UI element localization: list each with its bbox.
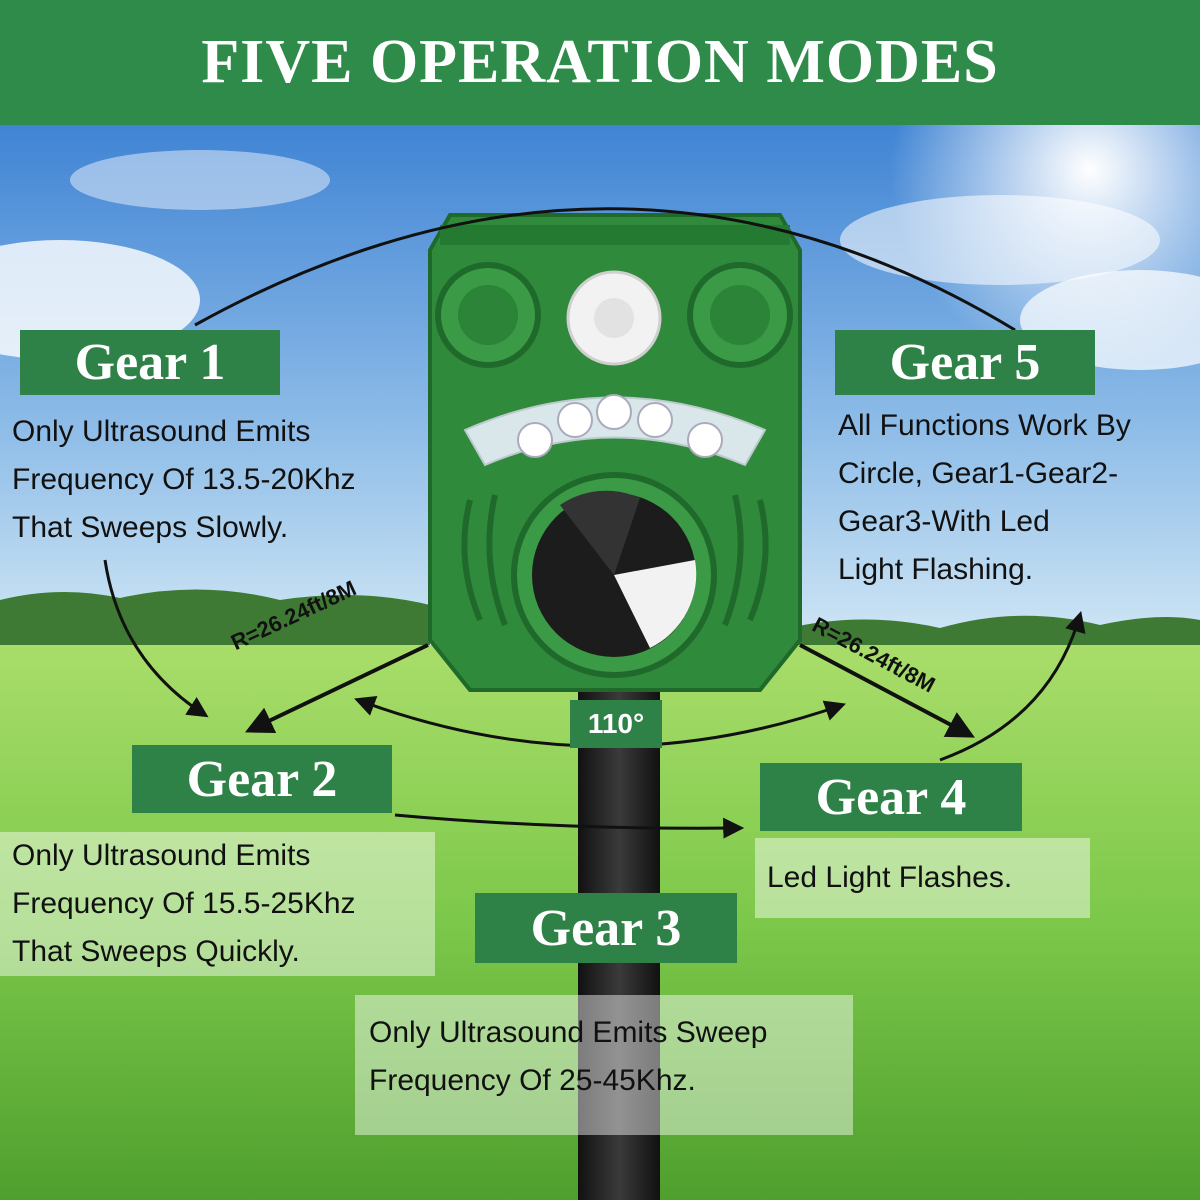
- gear-5-line-4: Light Flashing.: [838, 553, 1034, 586]
- gear-1-line-1: Only Ultrasound Emits: [12, 415, 311, 448]
- gear-1-description: Only Ultrasound Emits Frequency Of 13.5-…: [12, 408, 356, 552]
- angle-badge: 110°: [570, 700, 662, 748]
- gear-5-line-1: All Functions Work By: [838, 409, 1131, 442]
- gear-1-line-2: Frequency Of 13.5-20Khz: [12, 463, 356, 496]
- gear-1-label: Gear 1: [20, 330, 280, 395]
- gear-2-label: Gear 2: [132, 745, 392, 813]
- gear-4-label: Gear 4: [760, 763, 1022, 831]
- gear-5-line-3: Gear3-With Led: [838, 505, 1050, 538]
- gear-2-line-2: Frequency Of 15.5-25Khz: [12, 887, 356, 920]
- gear-2-line-1: Only Ultrasound Emits: [12, 839, 311, 872]
- gear-5-line-2: Circle, Gear1-Gear2-: [838, 457, 1119, 490]
- gear-4-description: Led Light Flashes.: [755, 838, 1090, 918]
- gear-4-line-1: Led Light Flashes.: [767, 861, 1013, 894]
- gear-3-line-2: Frequency Of 25-45Khz.: [369, 1064, 696, 1097]
- page-title: FIVE OPERATION MODES: [0, 0, 1200, 125]
- gear-2-description: Only Ultrasound Emits Frequency Of 15.5-…: [0, 832, 435, 976]
- device-body: [428, 213, 802, 692]
- gear-5-description: All Functions Work By Circle, Gear1-Gear…: [838, 402, 1131, 594]
- gear-5-label: Gear 5: [835, 330, 1095, 395]
- gear-3-label: Gear 3: [475, 893, 737, 963]
- gear-1-line-3: That Sweeps Slowly.: [12, 511, 289, 544]
- gear-3-line-1: Only Ultrasound Emits Sweep: [369, 1016, 768, 1049]
- gear-2-line-3: That Sweeps Quickly.: [12, 935, 300, 968]
- gear-3-description: Only Ultrasound Emits Sweep Frequency Of…: [355, 995, 853, 1135]
